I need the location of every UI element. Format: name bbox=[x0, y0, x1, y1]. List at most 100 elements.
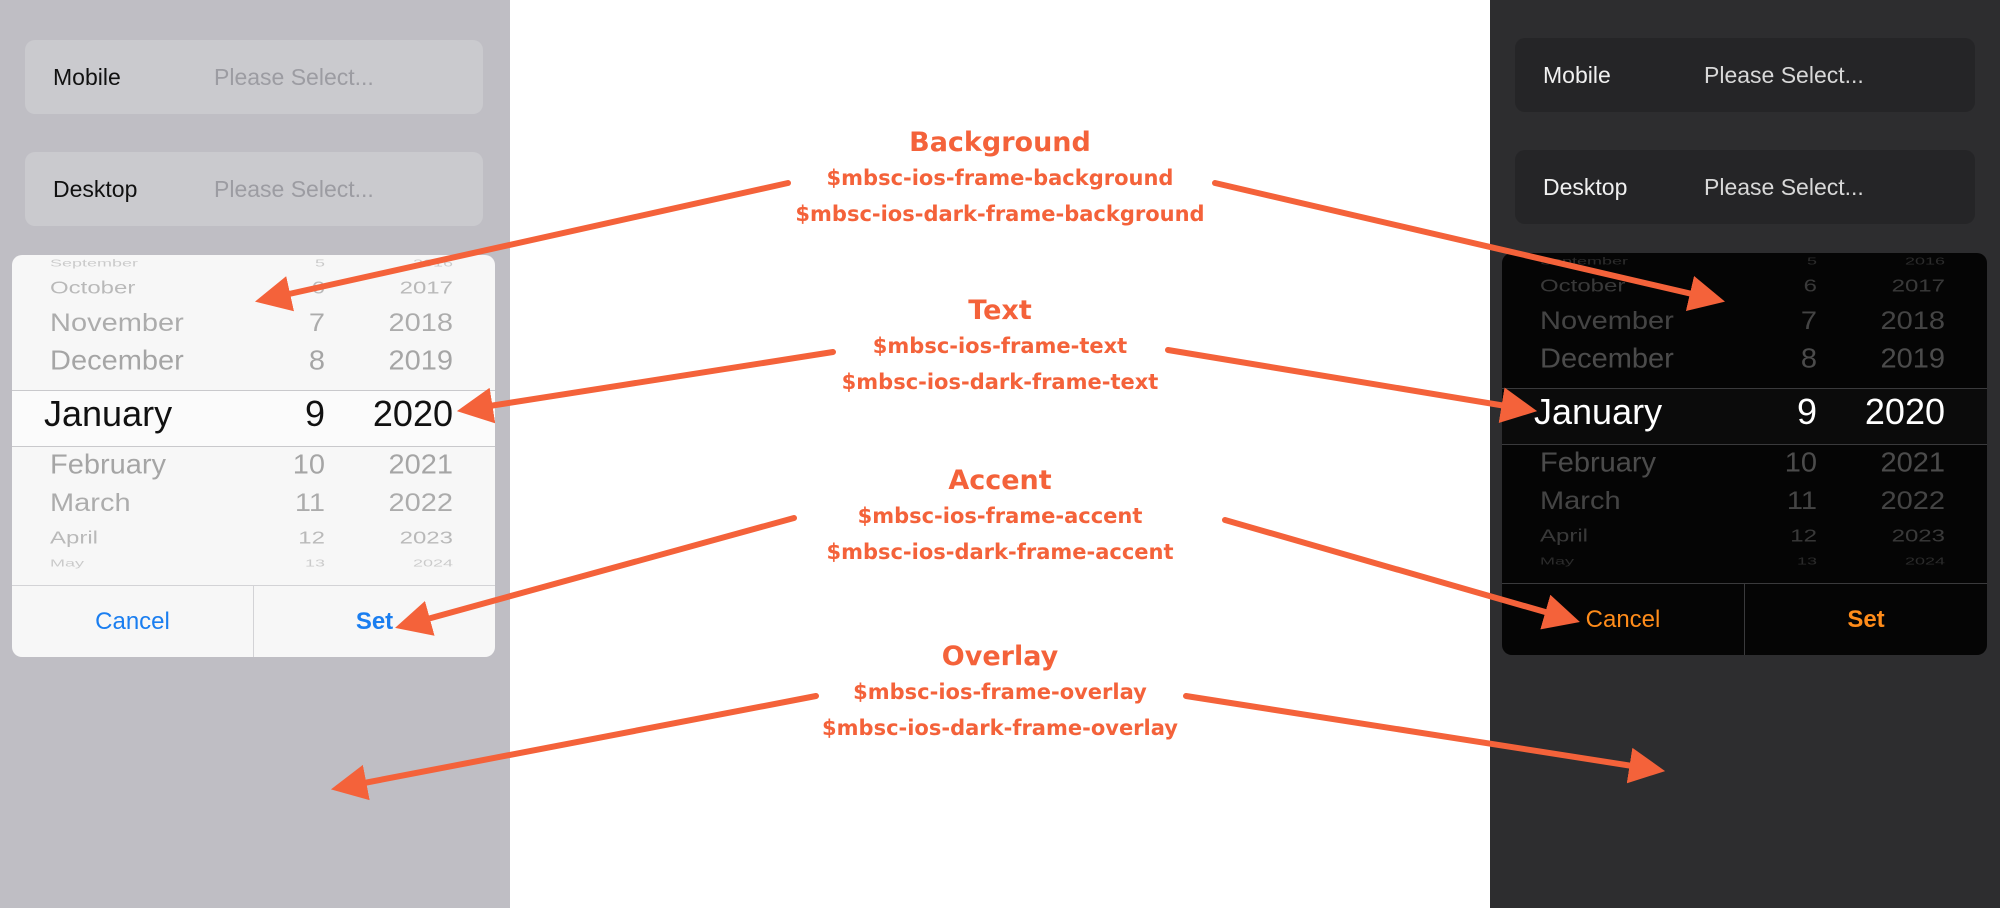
desktop-field[interactable]: Desktop Please Select... bbox=[25, 152, 483, 226]
wheel-day: 6 bbox=[1803, 276, 1817, 296]
desktop-field[interactable]: Desktop Please Select... bbox=[1515, 150, 1975, 224]
wheel-month: October bbox=[1540, 276, 1626, 296]
wheel-year: 2021 bbox=[1880, 447, 1945, 478]
picker-footer: Cancel Set bbox=[12, 585, 495, 657]
wheel-month: December bbox=[1540, 343, 1674, 374]
wheel-year: 2018 bbox=[388, 309, 453, 337]
wheel-month: December bbox=[50, 345, 184, 376]
wheel-month: September bbox=[1540, 255, 1629, 267]
annotation-title: Text bbox=[968, 295, 1032, 326]
wheel-month: March bbox=[1540, 487, 1621, 515]
wheel-day: 10 bbox=[1784, 447, 1817, 478]
selection-band bbox=[1502, 388, 1987, 445]
wheel-year: 2020 bbox=[372, 393, 453, 434]
wheel-month: January bbox=[1534, 391, 1663, 432]
mobile-label: Mobile bbox=[1543, 61, 1611, 88]
set-button[interactable]: Set bbox=[1744, 584, 1987, 655]
wheel-year: 2022 bbox=[1880, 487, 1945, 515]
annotation-dark-var: $mbsc-ios-dark-frame-background bbox=[795, 202, 1205, 226]
wheel-month: October bbox=[50, 278, 136, 298]
wheel-day: 12 bbox=[298, 528, 325, 548]
wheel-row[interactable]: February 10 2021 bbox=[1502, 447, 1987, 482]
mobile-field[interactable]: Mobile Please Select... bbox=[25, 40, 483, 114]
wheel-day: 6 bbox=[311, 278, 325, 298]
wheel-year: 2019 bbox=[388, 345, 453, 376]
selection-band bbox=[12, 390, 495, 447]
annotation-accent: Accent $mbsc-ios-frame-accent $mbsc-ios-… bbox=[750, 464, 1250, 570]
wheel-month: May bbox=[1540, 555, 1575, 567]
wheel-row[interactable]: May 13 2024 bbox=[12, 558, 495, 572]
wheel-day: 8 bbox=[1800, 343, 1817, 374]
annotation-dark-var: $mbsc-ios-dark-frame-overlay bbox=[822, 716, 1178, 740]
annotation-background: Background $mbsc-ios-frame-background $m… bbox=[750, 126, 1250, 232]
set-button[interactable]: Set bbox=[253, 586, 495, 657]
wheel-year: 2021 bbox=[388, 449, 453, 480]
annotation-light-var: $mbsc-ios-frame-background bbox=[826, 166, 1174, 190]
wheel-row[interactable]: March 11 2022 bbox=[1502, 487, 1987, 518]
wheel-day: 5 bbox=[314, 257, 325, 269]
wheel-month: May bbox=[50, 557, 85, 569]
wheel-row[interactable]: December 8 2019 bbox=[12, 345, 495, 380]
picker-footer: Cancel Set bbox=[1502, 583, 1987, 655]
mobile-field[interactable]: Mobile Please Select... bbox=[1515, 38, 1975, 112]
desktop-placeholder: Please Select... bbox=[214, 175, 374, 202]
wheel-day: 13 bbox=[304, 557, 325, 569]
wheel-year: 2016 bbox=[412, 257, 453, 269]
wheel-year: 2024 bbox=[1904, 555, 1945, 567]
wheel-row[interactable]: October 6 2017 bbox=[1502, 276, 1987, 299]
wheel-day: 10 bbox=[292, 449, 325, 480]
wheel-year: 2022 bbox=[388, 489, 453, 517]
wheel-year: 2020 bbox=[1864, 391, 1945, 432]
annotation-overlay: Overlay $mbsc-ios-frame-overlay $mbsc-io… bbox=[750, 640, 1250, 746]
wheel-day: 7 bbox=[308, 309, 325, 337]
mobile-placeholder: Please Select... bbox=[214, 63, 374, 90]
wheel-month: November bbox=[1540, 307, 1674, 335]
wheel-month: April bbox=[50, 528, 99, 548]
wheel-row[interactable]: March 11 2022 bbox=[12, 489, 495, 520]
light-theme-overlay: Mobile Please Select... Desktop Please S… bbox=[0, 0, 510, 908]
wheel-day: 11 bbox=[1786, 487, 1817, 515]
wheel-row[interactable]: May 13 2024 bbox=[1502, 556, 1987, 570]
wheel-day: 11 bbox=[294, 489, 325, 517]
wheel-month: February bbox=[50, 449, 167, 480]
mobile-placeholder: Please Select... bbox=[1704, 61, 1864, 88]
wheel-month: March bbox=[50, 489, 131, 517]
wheel-month: February bbox=[1540, 447, 1657, 478]
wheel-year: 2024 bbox=[412, 557, 453, 569]
wheel-day: 7 bbox=[1800, 307, 1817, 335]
wheel-year: 2019 bbox=[1880, 343, 1945, 374]
desktop-label: Desktop bbox=[53, 175, 138, 202]
wheel-row[interactable]: February 10 2021 bbox=[12, 449, 495, 484]
wheel-day: 13 bbox=[1796, 555, 1817, 567]
annotation-dark-var: $mbsc-ios-dark-frame-text bbox=[841, 370, 1159, 394]
annotation-title: Background bbox=[909, 127, 1091, 158]
desktop-placeholder: Please Select... bbox=[1704, 173, 1864, 200]
wheel-day: 5 bbox=[1806, 255, 1817, 267]
annotation-dark-var: $mbsc-ios-dark-frame-accent bbox=[826, 540, 1174, 564]
wheel-year: 2023 bbox=[1891, 526, 1945, 546]
cancel-button[interactable]: Cancel bbox=[95, 607, 170, 635]
annotation-title: Accent bbox=[948, 465, 1052, 496]
wheel-day: 8 bbox=[308, 345, 325, 376]
wheel-month: January bbox=[44, 393, 173, 434]
wheel-year: 2017 bbox=[1891, 276, 1945, 296]
annotation-light-var: $mbsc-ios-frame-text bbox=[872, 334, 1128, 358]
annotation-light-var: $mbsc-ios-frame-overlay bbox=[853, 680, 1147, 704]
cancel-button[interactable]: Cancel bbox=[1585, 605, 1661, 633]
wheel-row[interactable]: December 8 2019 bbox=[1502, 343, 1987, 378]
annotation-text: Text $mbsc-ios-frame-text $mbsc-ios-dark… bbox=[750, 294, 1250, 400]
mobile-label: Mobile bbox=[53, 63, 121, 90]
